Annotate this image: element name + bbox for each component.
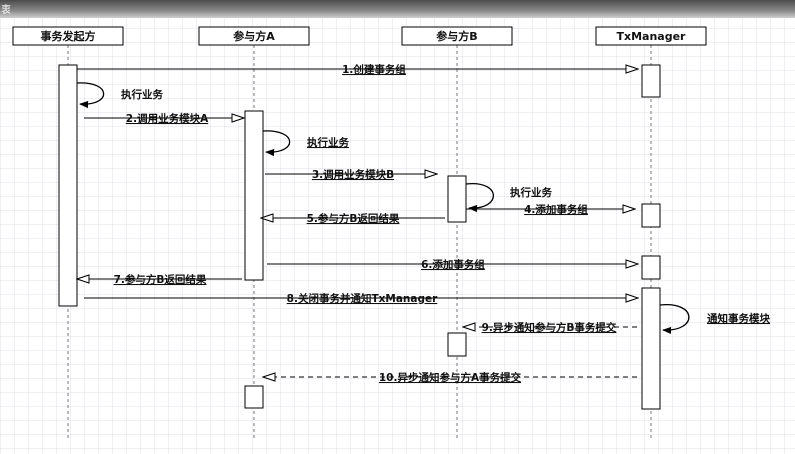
message-7-label: 7.参与方B返回结果 <box>114 273 207 286</box>
self-call-participant-a <box>262 130 291 157</box>
window-corner-char: 衷 <box>1 5 11 16</box>
window-top-bar: 衷 <box>0 0 795 18</box>
activation-txmanager-create <box>641 64 661 98</box>
participant-initiator-label: 事务发起方 <box>41 29 96 43</box>
participant-b-label: 参与方B <box>436 29 477 43</box>
message-6-label: 6.添加事务组 <box>421 258 485 271</box>
message-4-label: 4.添加事务组 <box>524 203 588 216</box>
self-call-participant-b <box>465 183 495 213</box>
participant-initiator: 事务发起方 <box>12 26 124 46</box>
participant-a: 参与方A <box>198 26 310 46</box>
self-call-txmanager-label: 通知事务模块 <box>707 312 770 325</box>
activation-participant-a-main <box>244 110 264 281</box>
self-call-participant-a-label: 执行业务 <box>307 136 349 149</box>
activation-participant-b-commit <box>447 332 467 357</box>
activation-txmanager-add-a <box>641 255 661 280</box>
self-call-participant-b-label: 执行业务 <box>510 186 552 199</box>
message-1-label: 1.创建事务组 <box>342 63 406 76</box>
participant-txmanager-label: TxManager <box>617 30 687 43</box>
activation-participant-b-main <box>447 175 467 223</box>
participant-b: 参与方B <box>401 26 513 46</box>
activation-initiator <box>58 64 78 307</box>
self-call-initiator <box>76 82 105 109</box>
message-2-label: 2.调用业务模块A <box>126 112 209 125</box>
activation-txmanager-close <box>641 287 661 410</box>
participant-a-label: 参与方A <box>233 29 275 43</box>
message-5-label: 5.参与方B返回结果 <box>307 212 400 225</box>
self-call-initiator-label: 执行业务 <box>121 88 163 101</box>
message-3-label: 3.调用业务模块B <box>312 168 394 181</box>
message-8-label: 8.关闭事务并通知TxManager <box>287 292 438 305</box>
activation-participant-a-commit <box>244 385 264 409</box>
participant-txmanager: TxManager <box>595 26 707 46</box>
self-call-txmanager <box>659 304 690 335</box>
message-9-label: 9.异步通知参与方B事务提交 <box>482 321 617 334</box>
activation-txmanager-add-b <box>641 203 661 228</box>
message-10-label: 10.异步通知参与方A事务提交 <box>379 371 522 384</box>
